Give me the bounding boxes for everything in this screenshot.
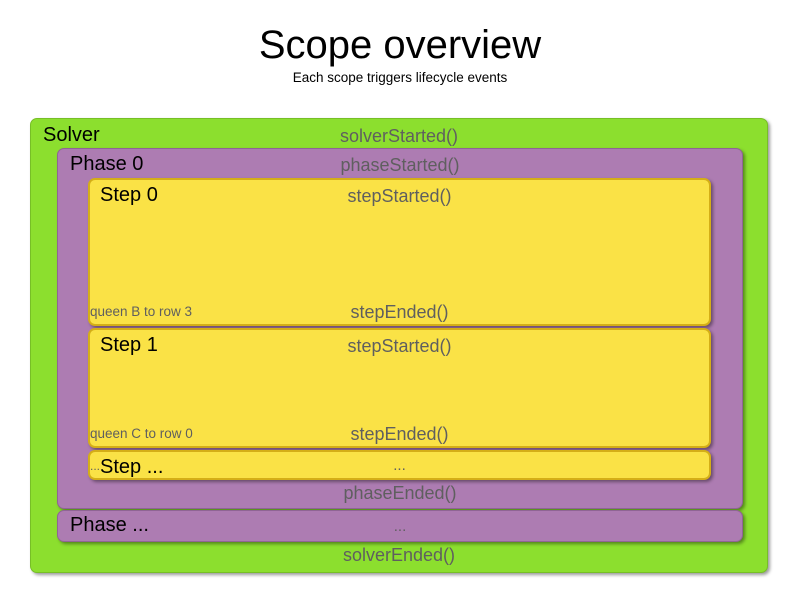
step-1-started-event: stepStarted(): [347, 336, 452, 356]
step-0-ended-event: stepEnded(): [350, 302, 449, 322]
step-ellipsis-row: Step ...: [90, 452, 709, 478]
step-1-scope-box: Step 1 stepStarted() stepEnded() queen C…: [88, 328, 711, 448]
step-1-scope-label: Step 1: [100, 334, 158, 356]
step-0-started-event: stepStarted(): [347, 186, 452, 206]
step-ellipsis-scope-box: Step ... ... ...: [88, 450, 711, 480]
phase-ellipsis-scope-box: Phase ... ...: [57, 510, 743, 542]
step-1-ended-event: stepEnded(): [350, 424, 449, 444]
step-ellipsis-scope-label: Step ...: [100, 456, 164, 478]
step-0-scope-label: Step 0: [100, 184, 158, 206]
phase-ellipsis-event: ...: [393, 518, 407, 535]
step-ellipsis-note: ...: [90, 459, 101, 473]
page-title: Scope overview: [258, 23, 542, 67]
solver-started-row: Solver: [31, 119, 767, 146]
phase-0-started-row: Phase 0: [58, 149, 742, 175]
step-1-started-row: Step 1: [90, 330, 709, 356]
page-subtitle: Each scope triggers lifecycle events: [292, 70, 508, 85]
phase-ellipsis-row: Phase ...: [58, 511, 742, 537]
phase-0-started-event: phaseStarted(): [340, 155, 460, 175]
phase-0-scope-label: Phase 0: [70, 153, 144, 175]
phase-ellipsis-scope-label: Phase ...: [70, 514, 149, 536]
solver-scope-label: Solver: [43, 124, 100, 146]
solver-started-event: solverStarted(): [339, 126, 459, 146]
step-0-started-row: Step 0: [90, 180, 709, 206]
phase-0-ended-event: phaseEnded(): [343, 483, 457, 503]
step-1-note: queen C to row 0: [90, 426, 193, 441]
solver-ended-event: solverEnded(): [342, 545, 456, 565]
diagram-header: Scope overview Each scope triggers lifec…: [0, 0, 800, 85]
step-0-scope-box: Step 0 stepStarted() stepEnded() queen B…: [88, 178, 711, 326]
step-ellipsis-event: ...: [393, 457, 406, 474]
step-0-note: queen B to row 3: [90, 304, 193, 319]
